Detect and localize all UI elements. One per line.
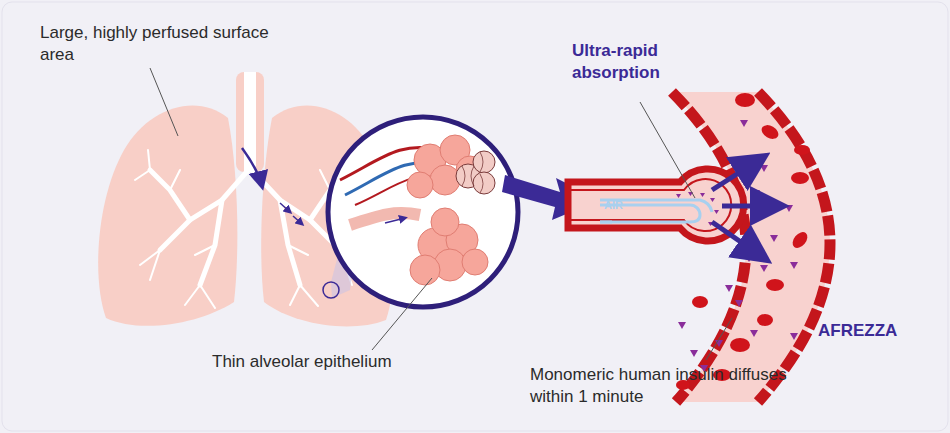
insulin-label: Monomeric human insulin diffuses within … (530, 364, 810, 408)
area-label: Large, highly perfused surface area (40, 22, 280, 66)
absorption-label: Ultra-rapid absorption (572, 40, 722, 84)
epithelium-label: Thin alveolar epithelium (212, 351, 472, 373)
air-label: AIR (604, 198, 644, 212)
blood-vessel (672, 92, 830, 402)
zoom-circle (328, 117, 518, 307)
zoom-spot (323, 282, 339, 298)
diffusion-arrows (712, 158, 780, 258)
afrezza-label: AFREZZA (818, 320, 928, 342)
alveolus (568, 169, 744, 241)
leader-lines (150, 68, 732, 360)
legend-triangle (790, 333, 798, 340)
